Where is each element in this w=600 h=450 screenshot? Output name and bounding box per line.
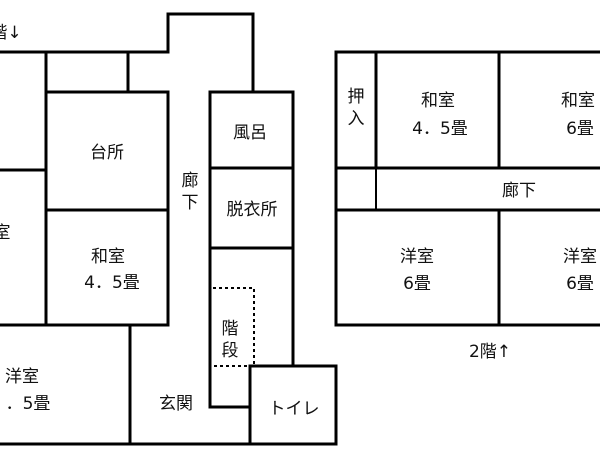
bath-left-wall <box>208 90 252 409</box>
washitsu-a-label: 和室 <box>421 91 455 111</box>
left-partial-label: 室 <box>0 223 11 243</box>
dressing-label: 脱衣所 <box>227 200 278 220</box>
stairs-label-2: 段 <box>222 341 239 361</box>
corridor-label-2: 下 <box>182 193 199 213</box>
floor2-outline <box>334 50 600 327</box>
youshitsu-size: ．5畳 <box>6 394 51 414</box>
youshitsu-a-label: 洋室 <box>400 247 434 267</box>
youshitsu-b-label: 洋室 <box>563 247 597 267</box>
floor2-corridor-label: 廊下 <box>502 181 536 201</box>
washitsu-size: 4．5畳 <box>84 273 140 293</box>
floor2-plan <box>334 50 600 327</box>
bath-label: 風呂 <box>233 123 267 143</box>
washitsu-b-label: 和室 <box>561 91 595 111</box>
closet-label-2: 入 <box>348 109 365 129</box>
floor1-top-wall <box>0 12 255 94</box>
floor1-plan <box>0 12 338 446</box>
washitsu-label: 和室 <box>91 247 125 267</box>
kitchen-label: 台所 <box>90 143 124 163</box>
floor2-label: 2階↑ <box>469 342 511 362</box>
washitsu-b-size: 6畳 <box>566 119 594 139</box>
bath-block-outline <box>128 90 338 446</box>
corridor-label-1: 廊 <box>182 171 199 191</box>
floor1-header-label: 階↓ <box>0 23 22 43</box>
washitsu-a-size: 4．5畳 <box>412 119 468 139</box>
stairs-outline <box>213 287 255 367</box>
youshitsu-a-size: 6畳 <box>403 274 431 294</box>
stairs-label-1: 階 <box>222 319 239 339</box>
youshitsu-label: 洋室 <box>5 367 39 387</box>
youshitsu-b-size: 6畳 <box>566 274 594 294</box>
closet-label-1: 押 <box>348 87 365 107</box>
entrance-label: 玄関 <box>159 394 193 414</box>
toilet-label: トイレ <box>269 399 320 419</box>
